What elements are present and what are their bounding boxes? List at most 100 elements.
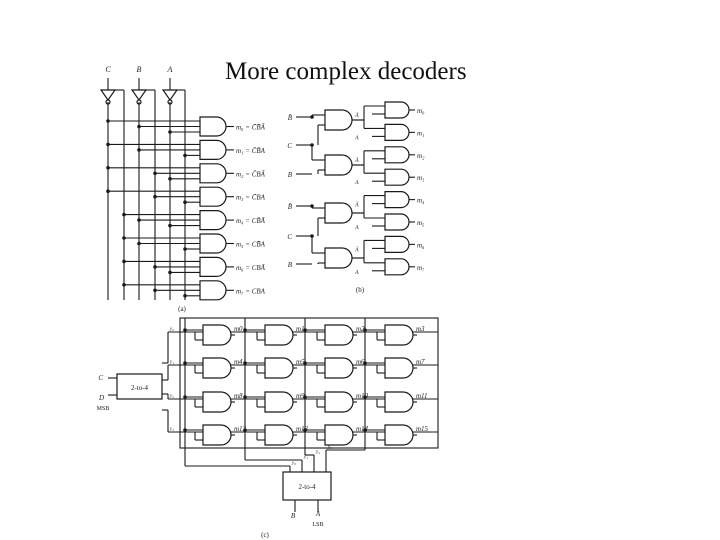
- input-label-b: B: [137, 65, 142, 74]
- junction-dot: [363, 428, 367, 432]
- grid-and-gate-m4: [202, 357, 232, 379]
- junction-dot: [183, 200, 187, 204]
- grid-and-gate-m11: [384, 391, 414, 413]
- grid-and-gate-m12: [202, 424, 232, 446]
- junction-dot: [122, 236, 126, 240]
- junction-dot: [363, 395, 367, 399]
- junction-dot: [137, 218, 141, 222]
- output-label-m5: m₅ = CB̄A: [236, 241, 266, 249]
- junction-dot: [183, 361, 187, 365]
- and-gate-m2: [199, 163, 227, 184]
- tree-output-label-m2: m₂: [417, 152, 425, 160]
- left-decoder-box: [116, 373, 163, 400]
- and-gate-m0: [199, 116, 227, 137]
- bottom-decoder-lsb: LSB: [312, 522, 323, 528]
- junction-dot: [243, 395, 247, 399]
- junction-dot: [137, 124, 141, 129]
- grid-and-gate-m2: [324, 324, 354, 346]
- and-gate-m7: [199, 280, 227, 301]
- grid-and-gate-m15: [384, 424, 414, 446]
- junction-dot: [310, 234, 314, 238]
- grid-output-label-m5: m5: [296, 358, 305, 366]
- grid-output-label-m4: m4: [234, 358, 243, 366]
- tree-stage2-gate-m6: [384, 235, 410, 253]
- grid-output-label-m6: m6: [356, 358, 365, 366]
- diagram-c-caption: (c): [261, 531, 269, 539]
- junction-dot: [183, 153, 187, 158]
- bottom-decoder-box: [282, 471, 332, 501]
- tree-stage2-gate-m0: [384, 101, 410, 119]
- and-gate-m5: [199, 233, 227, 254]
- tree-literal-2: Ā: [354, 157, 359, 164]
- tree-stage2-gate-m2: [384, 146, 410, 164]
- junction-dot: [243, 428, 247, 432]
- tree-output-label-m0: m₀: [417, 107, 425, 115]
- tree-stage1-gate-1: [324, 154, 353, 176]
- grid-and-gate-m14: [324, 424, 354, 446]
- junction-dot: [168, 270, 172, 275]
- input-label-a: A: [167, 65, 173, 74]
- and-gate-m4: [199, 210, 227, 231]
- junction-dot: [183, 328, 187, 332]
- junction-dot: [303, 428, 307, 432]
- junction-dot: [363, 361, 367, 365]
- junction-dot: [153, 265, 157, 269]
- grid-output-label-m8: m8: [234, 392, 243, 400]
- left-decoder-msb: MSB: [97, 406, 110, 412]
- tree-literal-1: A: [354, 135, 359, 141]
- and-gate-m6: [199, 256, 227, 277]
- tree-stage2-gate-m1: [384, 123, 410, 141]
- junction-dot: [122, 283, 126, 287]
- left-decoder-label: 2-to-4: [131, 384, 149, 392]
- tree-input-label-2: B: [288, 171, 293, 179]
- tree-literal-6: Ā: [354, 246, 359, 253]
- tree-input-label-4: C: [287, 233, 292, 241]
- left-decoder-output-1: y₁: [169, 360, 174, 365]
- tree-literal-5: A: [354, 225, 359, 231]
- junction-dot: [137, 241, 141, 246]
- grid-output-label-m11: m11: [416, 392, 428, 400]
- grid-and-gate-m13: [264, 424, 294, 446]
- tree-literal-4: Ā: [354, 202, 359, 209]
- grid-output-label-m9: m9: [296, 392, 305, 400]
- junction-dot: [310, 115, 314, 119]
- bottom-decoder-label: 2-to-4: [298, 483, 316, 491]
- junction-dot: [303, 361, 307, 365]
- junction-dot: [153, 194, 157, 199]
- junction-dot: [183, 294, 187, 298]
- tree-input-label-1: C: [287, 142, 292, 150]
- grid-output-label-m13: m13: [296, 425, 309, 433]
- inverter: [130, 89, 148, 102]
- grid-and-gate-m0: [202, 324, 232, 346]
- input-label-c: C: [105, 65, 111, 74]
- tree-stage1-gate-0: [324, 109, 353, 131]
- grid-and-gate-m9: [264, 391, 294, 413]
- junction-dot: [153, 288, 157, 293]
- junction-dot: [183, 428, 187, 432]
- grid-output-label-m14: m14: [356, 425, 369, 433]
- diagram-a-caption: (a): [178, 305, 186, 313]
- left-decoder-output-0: y₀: [169, 327, 174, 332]
- output-label-m0: m₀ = C̄B̄Ā: [236, 124, 266, 132]
- junction-dot: [303, 395, 307, 399]
- output-label-m3: m₃ = C̄BA: [236, 194, 266, 202]
- tree-literal-3: A: [354, 180, 359, 186]
- tree-stage1-gate-3: [324, 247, 353, 269]
- grid-output-label-m7: m7: [416, 358, 425, 366]
- grid-and-gate-m1: [264, 324, 294, 346]
- bottom-decoder-input-b: B: [291, 512, 296, 520]
- output-label-m4: m₄ = CB̄Ā: [236, 217, 266, 225]
- tree-stage2-gate-m3: [384, 168, 410, 186]
- junction-dot: [243, 328, 247, 332]
- tree-stage1-gate-2: [324, 202, 353, 224]
- grid-output-label-m12: m12: [234, 425, 247, 433]
- grid-and-gate-m7: [384, 357, 414, 379]
- left-decoder-input-d: D: [98, 394, 104, 402]
- tree-output-label-m6: m₆: [417, 241, 425, 249]
- tree-stage2-gate-m4: [384, 191, 410, 209]
- bottom-decoder-output-1: y₁: [303, 455, 308, 460]
- left-decoder-input-c: C: [98, 374, 103, 382]
- tree-output-label-m1: m₁: [417, 129, 425, 137]
